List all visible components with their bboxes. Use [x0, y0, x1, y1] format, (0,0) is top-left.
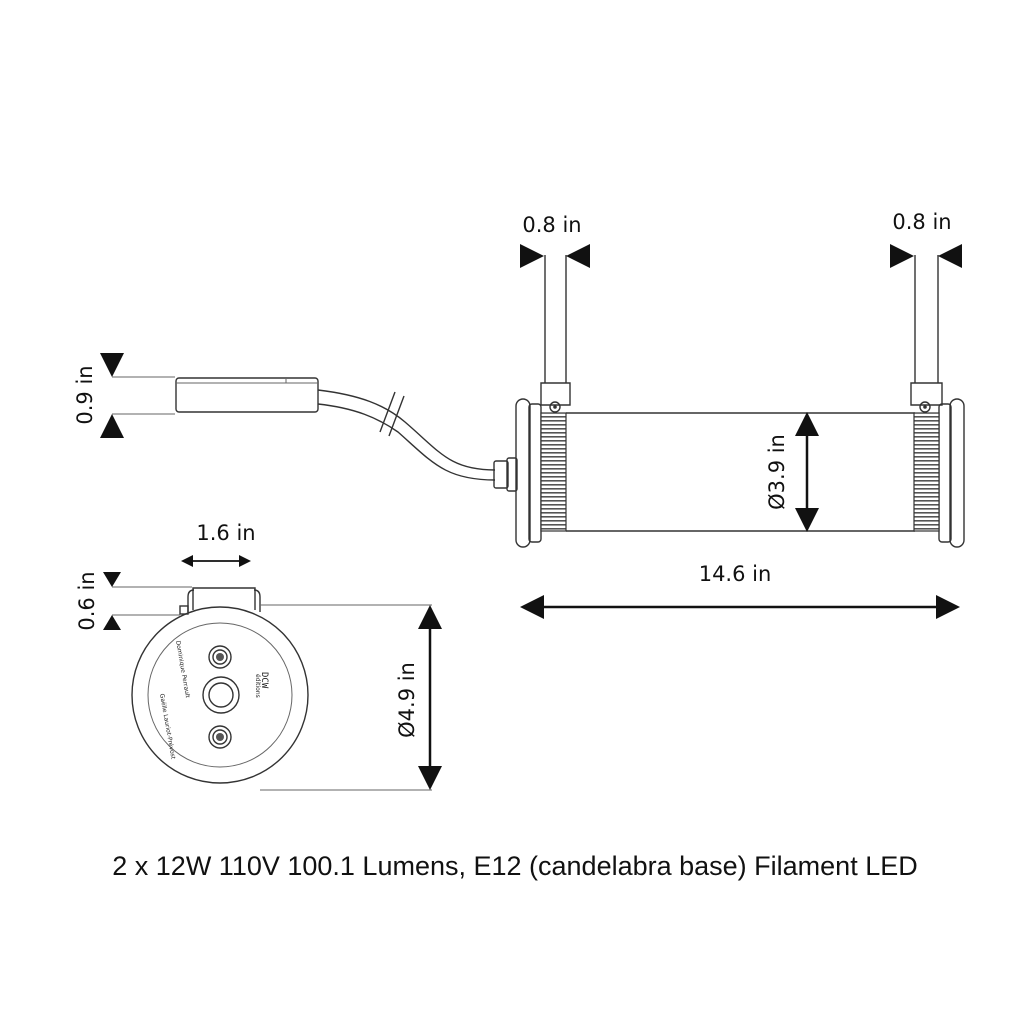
- end-cap-outer: [131, 606, 309, 784]
- end-view: Dominique Perrault Gaëlle Lauriot-Prévos…: [131, 587, 309, 784]
- bracket-width-label: 1.6 in: [196, 521, 255, 545]
- svg-text:éditions: éditions: [254, 674, 261, 698]
- end-cap-diameter-label: Ø4.9 in: [395, 662, 419, 738]
- dim-bracket-height: 0.6 in: [75, 571, 192, 631]
- dcw-logo: DCW éditions: [254, 672, 269, 698]
- inline-switch: [175, 377, 319, 413]
- right-clamp: [913, 412, 940, 532]
- center-socket: [202, 676, 240, 714]
- left-clamp: [540, 412, 567, 532]
- tube-diameter-label: Ø3.9 in: [765, 434, 789, 510]
- right-rod-width-label: 0.8 in: [892, 210, 951, 234]
- designer-name-1: Dominique Perrault: [174, 640, 191, 699]
- lower-screw-icon: [208, 725, 232, 749]
- right-mounting-rod: [910, 255, 943, 413]
- dim-left-rod: 0.8 in: [520, 213, 590, 268]
- dim-bracket-width: 1.6 in: [181, 521, 256, 567]
- tube-length-label: 14.6 in: [699, 562, 772, 586]
- lamp-tube: [515, 398, 965, 548]
- switch-height-label: 0.9 in: [73, 365, 97, 424]
- spec-caption: 2 x 12W 110V 100.1 Lumens, E12 (candelab…: [112, 851, 917, 881]
- power-cable: [317, 389, 518, 492]
- dim-end-cap-diameter: Ø4.9 in: [260, 604, 442, 791]
- left-rod-width-label: 0.8 in: [522, 213, 581, 237]
- dim-tube-length: 14.6 in: [520, 562, 960, 619]
- end-cap-inner: [147, 622, 293, 768]
- dim-right-rod: 0.8 in: [890, 210, 962, 268]
- svg-text:DCW: DCW: [259, 672, 269, 689]
- left-mounting-rod: [540, 255, 571, 413]
- bracket-height-label: 0.6 in: [75, 571, 99, 630]
- designer-name-2: Gaëlle Lauriot-Prévost: [158, 693, 177, 760]
- dim-tube-diameter: Ø3.9 in: [765, 412, 819, 532]
- dim-switch-height: 0.9 in: [73, 353, 175, 438]
- upper-screw-icon: [208, 645, 232, 669]
